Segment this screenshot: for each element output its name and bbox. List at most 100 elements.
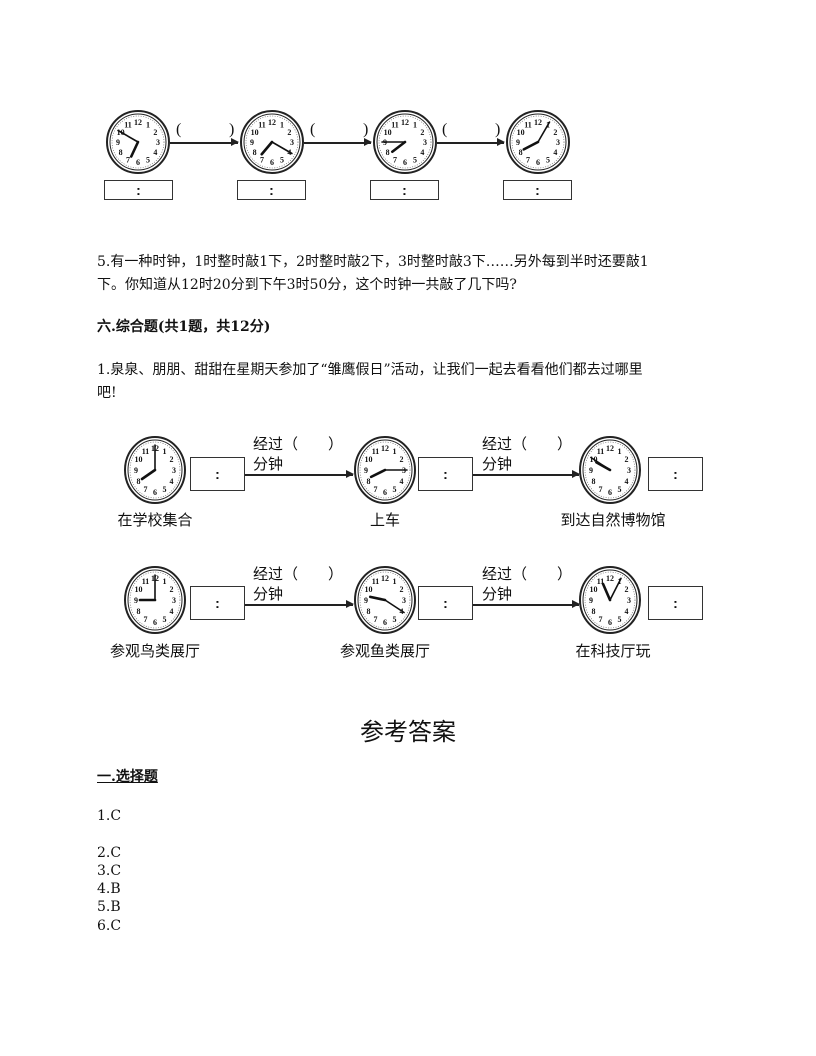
clock-number: 1 xyxy=(393,577,397,586)
time-answer-box[interactable]: : xyxy=(418,586,473,620)
clock-number: 1 xyxy=(163,447,167,456)
time-answer-box[interactable]: : xyxy=(370,180,439,200)
time-answer-box[interactable]: : xyxy=(418,457,473,491)
clock-number: 6 xyxy=(153,618,157,627)
clock-number: 7 xyxy=(126,155,130,164)
clock-number: 9 xyxy=(589,466,593,475)
clock-number: 6 xyxy=(383,618,387,627)
clock-number: 8 xyxy=(386,148,390,157)
clock-number: 3 xyxy=(172,466,176,475)
clock-number: 8 xyxy=(137,607,141,616)
arrow-icon xyxy=(245,601,354,607)
answers-section-heading: 一.选择题 xyxy=(97,769,158,785)
clock-rim-inner xyxy=(376,113,434,171)
clock-number: 2 xyxy=(399,455,403,464)
question-5-line-2: 下。你知道从12时20分到下午3时50分，这个时钟一共敲了几下吗? xyxy=(97,277,517,293)
arrow-icon xyxy=(473,471,580,477)
clock-number: 11 xyxy=(372,577,380,586)
elapsed-label-line-2: 分钟 xyxy=(253,455,284,473)
clock-number: 12 xyxy=(401,118,409,127)
stop-caption: 在科技厅玩 xyxy=(575,642,651,660)
clock-number: 8 xyxy=(119,148,123,157)
clock-number: 5 xyxy=(618,615,622,624)
clock-minute-ticks xyxy=(111,115,165,169)
elapsed-minutes-label: 经过（ ）分钟 xyxy=(482,434,572,474)
clock-number: 1 xyxy=(280,121,284,130)
clock-number: 9 xyxy=(116,138,120,147)
paren-close: ) xyxy=(363,121,369,138)
clock-number: 11 xyxy=(142,577,150,586)
clock-number: 4 xyxy=(624,607,628,616)
clock-number: 2 xyxy=(553,128,557,137)
clock-number: 3 xyxy=(627,466,631,475)
clock-number: 7 xyxy=(374,615,378,624)
clock-number: 3 xyxy=(172,596,176,605)
clock-number: 11 xyxy=(124,121,132,130)
clock-number: 8 xyxy=(367,607,371,616)
answer-item: 4.B xyxy=(97,881,121,897)
hour-hand xyxy=(595,461,612,472)
minute-hand xyxy=(384,599,405,614)
clock-number: 2 xyxy=(169,455,173,464)
clock-minute-ticks xyxy=(584,441,636,499)
arrow-icon xyxy=(304,139,372,145)
elapsed-minutes-label: 经过（ ）分钟 xyxy=(253,434,343,474)
elapsed-label-line-1: 经过（ ） xyxy=(482,565,573,583)
time-answer-box[interactable]: : xyxy=(648,586,703,620)
clock-number: 2 xyxy=(399,585,403,594)
arrow-icon xyxy=(473,601,580,607)
clock-number: 7 xyxy=(144,485,148,494)
clock-minute-ticks xyxy=(129,571,181,629)
clock-number: 5 xyxy=(146,155,150,164)
clock-number: 9 xyxy=(516,138,520,147)
clock-number: 3 xyxy=(402,596,406,605)
question-1-line-1: 1.泉泉、朋朋、甜甜在星期天参加了“雏鹰假日”活动，让我们一起去看看他们都去过哪… xyxy=(97,362,643,378)
paren-open: ( xyxy=(176,121,182,138)
hour-hand xyxy=(522,140,540,151)
time-answer-box[interactable]: : xyxy=(190,457,245,491)
clock-number: 1 xyxy=(163,577,167,586)
clock-number: 8 xyxy=(137,477,141,486)
clock-number: 5 xyxy=(546,155,550,164)
hour-hand xyxy=(391,140,407,154)
clock-number: 3 xyxy=(156,138,160,147)
clock-number: 7 xyxy=(599,615,603,624)
time-answer-box[interactable]: : xyxy=(190,586,245,620)
clock-number: 4 xyxy=(169,477,173,486)
hour-hand xyxy=(129,140,140,158)
time-answer-box[interactable]: : xyxy=(104,180,173,200)
clock-number: 4 xyxy=(153,148,157,157)
question-5-line-1: 5.有一种时钟，1时整时敲1下，2时整时敲2下，3时整时敲3下……另外每到半时还… xyxy=(97,254,649,270)
time-answer-box[interactable]: : xyxy=(503,180,572,200)
clock-rim-inner xyxy=(109,113,167,171)
elapsed-label-line-2: 分钟 xyxy=(482,585,513,603)
time-answer-box[interactable]: : xyxy=(648,457,703,491)
time-answer-box[interactable]: : xyxy=(237,180,306,200)
elapsed-minutes-label: 经过（ ）分钟 xyxy=(253,564,343,604)
clock-number: 2 xyxy=(153,128,157,137)
clock-number: 9 xyxy=(134,596,138,605)
clock-number: 9 xyxy=(364,596,368,605)
clock-number: 6 xyxy=(383,488,387,497)
elapsed-label-line-1: 经过（ ） xyxy=(482,435,573,453)
clock-number: 7 xyxy=(526,155,530,164)
clock-number: 9 xyxy=(589,596,593,605)
clock-rim-inner xyxy=(357,569,413,631)
clock-number: 10 xyxy=(384,128,392,137)
stop-caption: 在学校集合 xyxy=(117,511,193,529)
clock-number: 11 xyxy=(524,121,532,130)
answer-item: 6.C xyxy=(97,918,122,934)
clock-number: 12 xyxy=(268,118,276,127)
clock-minute-ticks xyxy=(245,115,299,169)
clock-number: 7 xyxy=(260,155,264,164)
clock-number: 4 xyxy=(553,148,557,157)
clock-number: 8 xyxy=(519,148,523,157)
clock-number: 8 xyxy=(592,607,596,616)
elapsed-label-line-1: 经过（ ） xyxy=(253,565,344,583)
